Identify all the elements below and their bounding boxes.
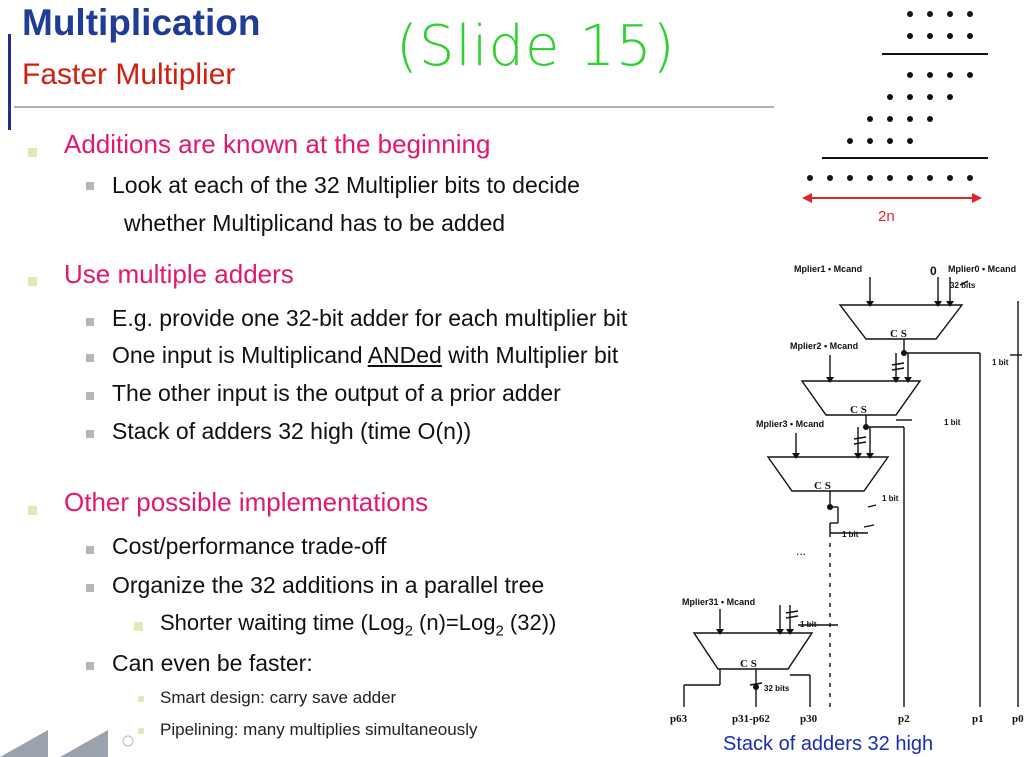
bullet-marker <box>86 354 94 362</box>
cs-label-1: C S <box>890 328 907 340</box>
bullet-additions-known: Additions are known at the beginning <box>64 129 491 159</box>
label-32bits-bottom: 32 bits <box>764 684 790 693</box>
bullet-marker <box>86 546 94 554</box>
subscript-2: 2 <box>495 622 504 640</box>
slide-title: Multiplication <box>22 2 261 43</box>
bullet-marker <box>86 662 94 670</box>
bullet-other-input: The other input is the output of a prior… <box>112 380 561 406</box>
bullet-marker <box>28 506 37 515</box>
output-p2: p2 <box>898 713 910 725</box>
label-mplier2: Mplier2 • Mcand <box>790 341 858 351</box>
output-p30: p30 <box>800 713 818 725</box>
handwritten-note: (Slide 15) <box>396 14 676 79</box>
bullet-marker <box>86 182 94 190</box>
dot-figure: 2n <box>802 11 988 225</box>
text-anded: ANDed <box>367 342 442 368</box>
footer-logo-icon <box>0 730 134 757</box>
cs-label-3: C S <box>814 480 831 492</box>
bullet-marker <box>86 584 94 592</box>
bullet-multiple-adders: Use multiple adders <box>64 259 294 289</box>
label-mplier0: Mplier0 • Mcand <box>948 264 1016 274</box>
onebit-label-1: 1 bit <box>992 358 1009 367</box>
bullet-carry-save: Smart design: carry save adder <box>160 688 397 707</box>
bullet-marker <box>86 392 94 400</box>
bullet-marker <box>28 148 37 157</box>
bullet-other-implementations: Other possible implementations <box>64 487 429 517</box>
onebit-label-4: 1 bit <box>842 530 859 539</box>
bullet-parallel-tree: Organize the 32 additions in a parallel … <box>112 572 545 598</box>
bullet-look-at-bits: Look at each of the 32 Multiplier bits t… <box>112 172 580 198</box>
output-p0: p0 <box>1012 713 1024 725</box>
label-mplier1: Mplier1 • Mcand <box>794 264 862 274</box>
bullet-one-adder-per-bit: E.g. provide one 32-bit adder for each m… <box>112 305 628 331</box>
bullet-marker <box>138 728 144 734</box>
width-label: 2n <box>878 208 895 225</box>
output-p31-p62: p31-p62 <box>732 713 770 725</box>
subscript-2: 2 <box>404 622 413 640</box>
title-divider <box>14 106 774 108</box>
slide-subtitle: Faster Multiplier <box>22 58 236 91</box>
onebit-label-2: 1 bit <box>944 418 961 427</box>
bullet-look-at-bits-cont: whether Multiplicand has to be added <box>124 210 506 236</box>
output-p63: p63 <box>670 713 688 725</box>
text-log-a: Shorter waiting time (Log <box>160 610 405 635</box>
text-with-bit: with Multiplier bit <box>441 342 619 368</box>
diagram-caption: Stack of adders 32 high <box>723 733 934 755</box>
onebit-label-3: 1 bit <box>882 494 899 503</box>
bullet-one-input: One input is Multiplicand ANDed with Mul… <box>112 342 618 369</box>
label-mplier31: Mplier31 • Mcand <box>682 597 755 607</box>
bullet-marker <box>134 622 143 631</box>
bullet-even-faster: Can even be faster: <box>112 650 313 676</box>
bullet-marker <box>86 318 94 326</box>
text-one-input: One input is Multiplicand <box>112 342 368 368</box>
bullet-marker <box>138 696 144 702</box>
title-accent-bar <box>8 34 11 130</box>
label-32bits-top: 32 bits <box>950 281 976 290</box>
bullet-pipelining: Pipelining: many multiplies simultaneous… <box>160 720 478 739</box>
onebit-label-5: 1 bit <box>800 620 817 629</box>
ellipsis: ... <box>796 544 806 558</box>
cs-label-2: C S <box>850 404 867 416</box>
bullet-stack-of-adders: Stack of adders 32 high (time O(n)) <box>112 418 472 444</box>
bullet-marker <box>28 277 37 286</box>
text-log-b: (n)=Log <box>412 610 496 635</box>
bullet-shorter-waiting: Shorter waiting time (Log2 (n)=Log2 (32)… <box>160 610 556 639</box>
text-log-c: (32)) <box>503 610 557 635</box>
adder-stack-diagram: Mplier1 • Mcand 0 Mplier0 • Mcand 32 bit… <box>670 264 1024 725</box>
output-p1: p1 <box>972 713 984 725</box>
bullet-marker <box>86 430 94 438</box>
bullet-cost-performance: Cost/performance trade-off <box>112 533 387 559</box>
label-mplier3: Mplier3 • Mcand <box>756 419 824 429</box>
cs-label-31: C S <box>740 658 757 670</box>
label-zero: 0 <box>930 264 937 278</box>
